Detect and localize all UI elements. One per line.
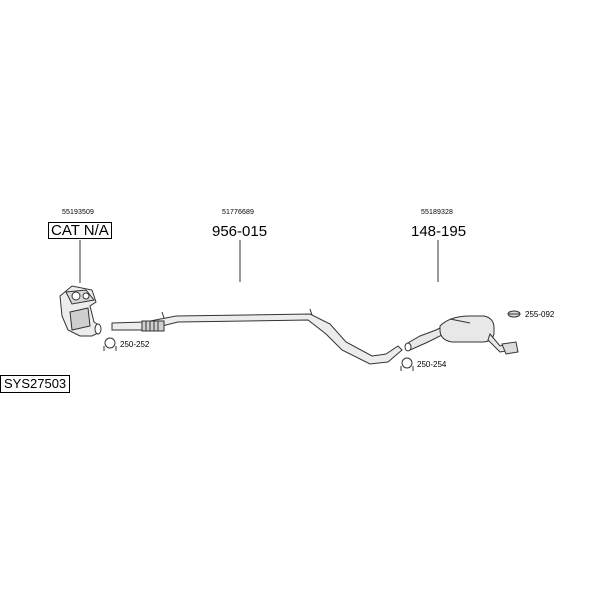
catalytic-converter-shape [59, 285, 102, 337]
middle-pipe-shape [111, 308, 403, 365]
fitting-label-250-254[interactable]: 250-254 [417, 360, 447, 369]
fitting-label-250-252[interactable]: 250-252 [120, 340, 150, 349]
rubber-mount-255-092-icon [507, 310, 521, 318]
part-number-cat[interactable]: CAT N/A [48, 222, 112, 239]
clamp-250-254-icon [400, 357, 414, 371]
rear-muffler-shape [404, 315, 519, 355]
part-number-pipe[interactable]: 956-015 [212, 223, 268, 240]
oem-number-muffler: 55189328 [421, 209, 453, 216]
oem-number-cat: 55193509 [62, 209, 94, 216]
system-id-label: SYS27503 [0, 375, 71, 393]
fitting-label-255-092[interactable]: 255-092 [525, 310, 555, 319]
part-number-muffler[interactable]: 148-195 [411, 223, 467, 240]
clamp-250-252-icon [103, 337, 117, 351]
oem-number-pipe: 51776689 [222, 209, 254, 216]
